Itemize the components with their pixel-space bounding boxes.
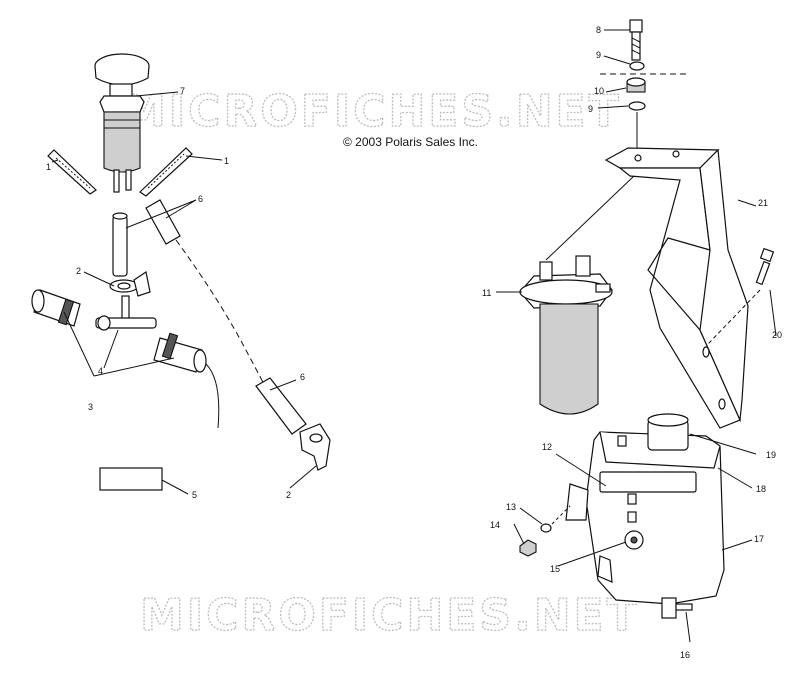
watermark-bottom: MICROFICHES.NET (140, 590, 640, 641)
callout-10: 10 (594, 86, 604, 96)
callout-9-lower: 9 (588, 104, 593, 114)
fuel-line-right (153, 332, 220, 429)
leader-lines-right (496, 29, 777, 643)
leader-lines-left (51, 91, 317, 495)
copyright-text: © 2003 Polaris Sales Inc. (343, 135, 478, 149)
oil-tank (565, 413, 725, 619)
callout-2-upper: 2 (76, 266, 81, 276)
primer-pump (94, 53, 150, 193)
watermark-top: MICROFICHES.NET (122, 86, 622, 137)
callout-17: 17 (754, 534, 764, 544)
tank-washer (540, 523, 552, 533)
callout-20: 20 (772, 330, 782, 340)
washer-upper (629, 61, 645, 71)
callout-12: 12 (542, 442, 552, 452)
callout-13: 13 (506, 502, 516, 512)
decal (99, 467, 163, 491)
callout-21: 21 (758, 198, 768, 208)
fuel-hose-vertical (112, 212, 128, 277)
hose-clamp-upper (109, 271, 151, 297)
fuel-line-left (31, 289, 81, 327)
fuel-hose-lower (255, 377, 307, 435)
callout-6-lower: 6 (300, 372, 305, 382)
callout-1-right: 1 (224, 156, 229, 166)
callout-18: 18 (756, 484, 766, 494)
callout-15: 15 (550, 564, 560, 574)
fuel-hose-short (145, 199, 181, 245)
callout-4: 4 (98, 366, 103, 376)
mounting-bracket (604, 147, 749, 429)
bolt-top (629, 19, 643, 61)
t-fitting (95, 295, 157, 331)
callout-2-lower: 2 (286, 490, 291, 500)
callout-7: 7 (180, 86, 185, 96)
cable-tie-left (47, 149, 97, 195)
callout-11: 11 (482, 288, 491, 298)
callout-1-left: 1 (46, 162, 51, 172)
callout-16: 16 (680, 650, 690, 660)
callout-6-upper: 6 (198, 194, 203, 204)
spacer (626, 77, 646, 93)
callout-3: 3 (88, 402, 93, 412)
callout-9-upper: 9 (596, 50, 601, 60)
hose-clamp-lower (299, 423, 331, 471)
washer-lower (628, 101, 646, 111)
callout-19: 19 (766, 450, 776, 460)
bolt-bracket (755, 247, 775, 286)
callout-8: 8 (596, 25, 601, 35)
tank-nut (519, 539, 537, 557)
fuel-filter (519, 255, 613, 415)
cable-tie-right (139, 147, 193, 197)
callout-14: 14 (490, 520, 500, 530)
callout-5: 5 (192, 490, 197, 500)
fuel-line-dashed (175, 239, 269, 393)
